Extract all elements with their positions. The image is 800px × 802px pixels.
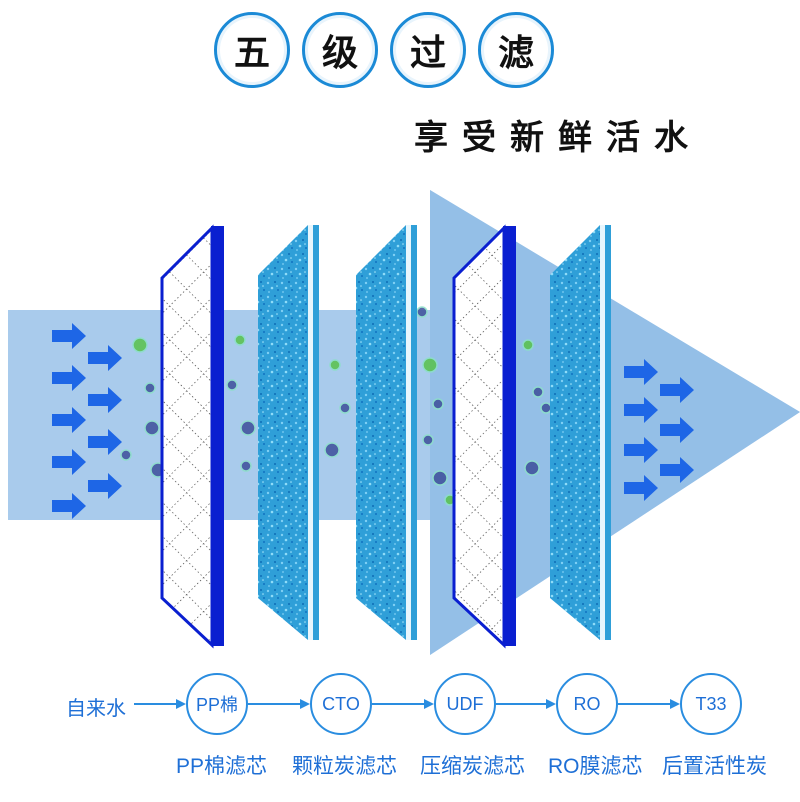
contaminant-particle — [120, 449, 132, 461]
contaminant-particle — [240, 460, 252, 472]
caption-compressed-carbon: 压缩炭滤芯 — [420, 755, 525, 778]
flow-arrow-head — [546, 699, 556, 709]
flow-stage-cto: CTO — [310, 673, 372, 735]
title-char: 五 — [233, 32, 270, 74]
granular-carbon-filter — [258, 225, 319, 640]
contaminant-particle — [329, 359, 341, 371]
title-char-circle: 级 — [302, 12, 378, 88]
flow-stage-t33: T33 — [680, 673, 742, 735]
contaminant-particle — [432, 470, 448, 486]
post-carbon-filter — [550, 225, 611, 640]
caption-granular-carbon: 颗粒炭滤芯 — [292, 755, 397, 778]
ro-membrane-filter — [452, 224, 516, 649]
flow-connector-arrows — [134, 699, 680, 709]
title-char-circle: 过 — [390, 12, 466, 88]
flow-stage-udf: UDF — [434, 673, 496, 735]
contaminant-particle — [522, 339, 534, 351]
contaminant-particle — [144, 420, 160, 436]
inlet-arrow — [88, 345, 122, 371]
inlet-arrow — [52, 493, 86, 519]
flow-stage-ro: RO — [556, 673, 618, 735]
flow-arrow-head — [424, 699, 434, 709]
inlet-arrow — [88, 387, 122, 413]
subtitle: 享受新鲜活水 — [414, 118, 702, 158]
inlet-arrow — [52, 407, 86, 433]
contaminant-particle — [226, 379, 238, 391]
contaminant-particle — [532, 386, 544, 398]
contaminant-particle — [240, 420, 256, 436]
contaminant-particle — [432, 398, 444, 410]
contaminant-particle — [132, 337, 148, 353]
outlet-arrows — [624, 359, 694, 501]
contaminant-particle — [144, 382, 156, 394]
inlet-arrow — [52, 323, 86, 349]
caption-pp-filter: PP棉滤芯 — [176, 755, 268, 778]
contaminant-particle — [422, 434, 434, 446]
inlet-arrow — [52, 449, 86, 475]
flow-stage-pp: PP棉 — [186, 673, 248, 735]
contaminant-particles — [120, 306, 552, 506]
title-char-circle: 滤 — [478, 12, 554, 88]
contaminant-particle — [540, 402, 552, 414]
contaminant-particle — [422, 357, 438, 373]
compressed-carbon-filter — [356, 225, 417, 640]
outlet-arrow — [660, 457, 694, 483]
title-char: 滤 — [497, 32, 534, 74]
outlet-arrow — [624, 475, 658, 501]
flow-arrow-head — [670, 699, 680, 709]
title-char-circle: 五 — [214, 12, 290, 88]
contaminant-particle — [324, 442, 340, 458]
contaminant-particle — [234, 334, 246, 346]
contaminant-particle — [416, 306, 428, 318]
inlet-arrows — [52, 323, 122, 519]
outlet-arrow — [660, 377, 694, 403]
pp-cotton-filter — [160, 224, 224, 649]
outlet-arrow — [624, 359, 658, 385]
outlet-arrow — [624, 437, 658, 463]
inlet-arrow — [88, 473, 122, 499]
flow-arrow-head — [300, 699, 310, 709]
inlet-arrow — [52, 365, 86, 391]
outlet-arrow — [624, 397, 658, 423]
caption-post-carbon: 后置活性炭 — [662, 755, 767, 778]
contaminant-particle — [339, 402, 351, 414]
water-flow-arrowhead — [430, 190, 800, 655]
flow-start-label: 自来水 — [66, 698, 126, 720]
flow-arrow-head — [176, 699, 186, 709]
title-char: 过 — [409, 32, 446, 74]
contaminant-particle — [524, 460, 540, 476]
title-char: 级 — [321, 32, 358, 74]
outlet-arrow — [660, 417, 694, 443]
caption-ro-membrane: RO膜滤芯 — [548, 755, 643, 778]
inlet-arrow — [88, 429, 122, 455]
